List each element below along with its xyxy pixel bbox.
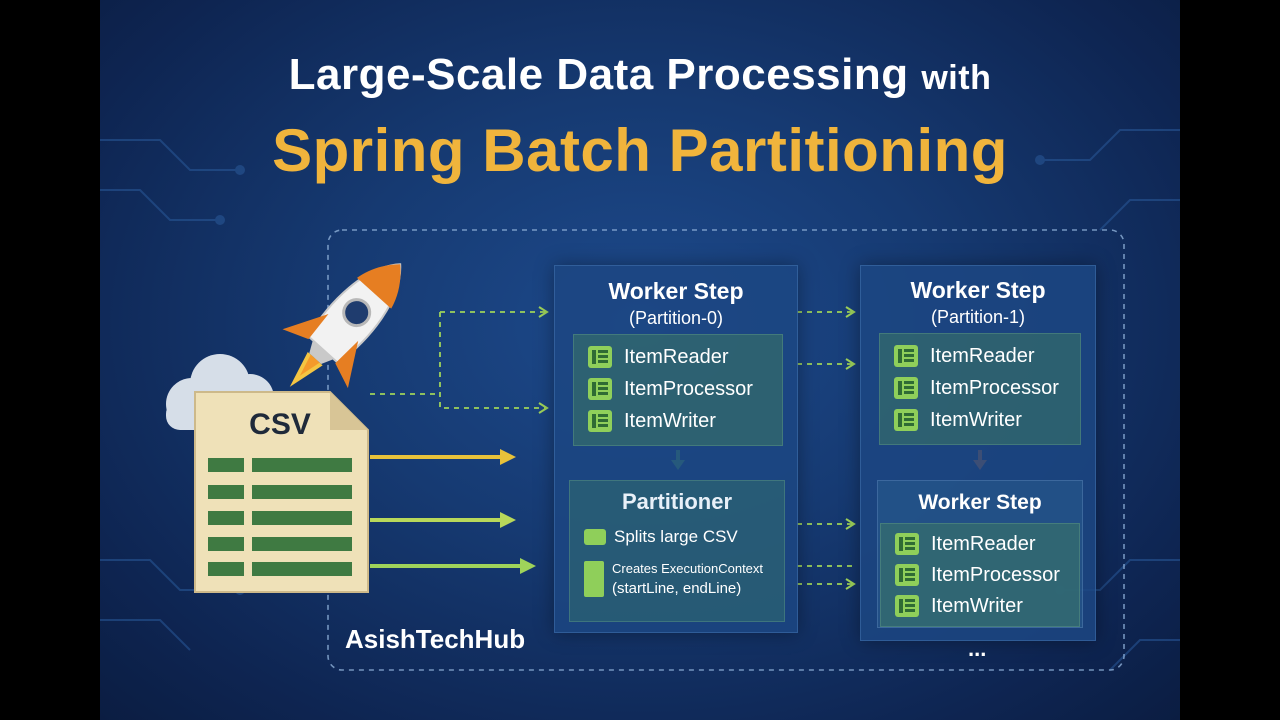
partitioner-line-2: Creates ExecutionContext (startLine, end…: [584, 561, 763, 597]
worker-step-partition-0: Worker Step (Partition-0) ItemReader Ite…: [554, 265, 798, 633]
item-row: ItemWriter: [894, 406, 1022, 434]
worker-title: Worker Step: [918, 491, 1042, 514]
list-icon: [894, 345, 918, 367]
csv-file-icon: [194, 391, 369, 593]
dashed-connectors: [370, 311, 852, 585]
list-icon: [894, 377, 918, 399]
item-label: ItemReader: [931, 532, 1036, 555]
list-icon: [894, 409, 918, 431]
item-label: ItemProcessor: [624, 377, 753, 400]
worker-subtitle: (Partition-0): [628, 308, 724, 328]
list-icon: [895, 564, 919, 586]
item-label: ItemWriter: [930, 408, 1022, 431]
csv-label: CSV: [249, 408, 311, 441]
worker2-items-box: ItemReader ItemProcessor ItemWriter: [880, 523, 1080, 627]
list-icon: [895, 595, 919, 617]
page-title-highlight: Spring Batch Partitioning: [272, 117, 1008, 184]
item-row: ItemProcessor: [588, 375, 753, 403]
item-label: ItemReader: [624, 345, 729, 368]
worker-title: Worker Step: [608, 278, 744, 304]
worker-title: Worker Step: [910, 277, 1046, 303]
rocket-icon: [282, 263, 402, 389]
item-row: ItemProcessor: [894, 374, 1059, 402]
item-label: ItemWriter: [931, 594, 1023, 617]
partitioner-text-1: Splits large CSV: [614, 527, 738, 546]
partitioner-text-2a: Creates ExecutionContext: [612, 561, 764, 576]
worker1-items-box: ItemReader ItemProcessor ItemWriter: [879, 333, 1081, 445]
worker0-items-box: ItemReader ItemProcessor ItemWriter: [573, 334, 783, 446]
item-row: ItemReader: [588, 343, 729, 371]
solid-arrows: [370, 449, 536, 574]
more-ellipsis: ...: [968, 636, 987, 661]
item-row: ItemProcessor: [895, 561, 1060, 589]
item-row: ItemWriter: [895, 592, 1023, 620]
worker-subtitle: (Partition-1): [930, 307, 1026, 327]
title-with: with: [921, 59, 992, 97]
list-icon: [588, 378, 612, 400]
document-icon: [584, 561, 604, 597]
brand-label: AsishTechHub: [345, 624, 526, 654]
item-row: ItemReader: [895, 530, 1036, 558]
item-row: ItemReader: [894, 342, 1035, 370]
dashed-arrowheads: [538, 306, 856, 590]
list-icon: [588, 410, 612, 432]
list-icon: [588, 346, 612, 368]
title-main: Large-Scale Data Processing: [288, 50, 909, 99]
page-title: Large-Scale Data Processing with: [100, 50, 1180, 100]
item-label: ItemWriter: [624, 409, 716, 432]
list-icon: [895, 533, 919, 555]
partitioner-box: Partitioner Splits large CSV Creates Exe…: [569, 480, 785, 622]
item-row: ItemWriter: [588, 407, 716, 435]
diagram-graphics: [100, 129, 1180, 671]
thumbnail-canvas: Large-Scale Data Processing with Spring …: [100, 0, 1180, 720]
item-label: ItemProcessor: [931, 563, 1060, 586]
partitioner-line-1: Splits large CSV: [584, 527, 738, 547]
item-label: ItemProcessor: [930, 376, 1059, 399]
outer-dashed-frame: [327, 229, 1125, 671]
worker-step-partition-1: Worker Step (Partition-1) ItemReader Ite…: [860, 265, 1096, 641]
worker-step-2: Worker Step ItemReader ItemProcessor Ite…: [877, 480, 1083, 628]
partitioner-text-2b: (startLine, endLine): [612, 580, 742, 597]
partitioner-title: Partitioner: [621, 489, 733, 514]
item-label: ItemReader: [930, 344, 1035, 367]
wave-icon: [584, 529, 606, 545]
